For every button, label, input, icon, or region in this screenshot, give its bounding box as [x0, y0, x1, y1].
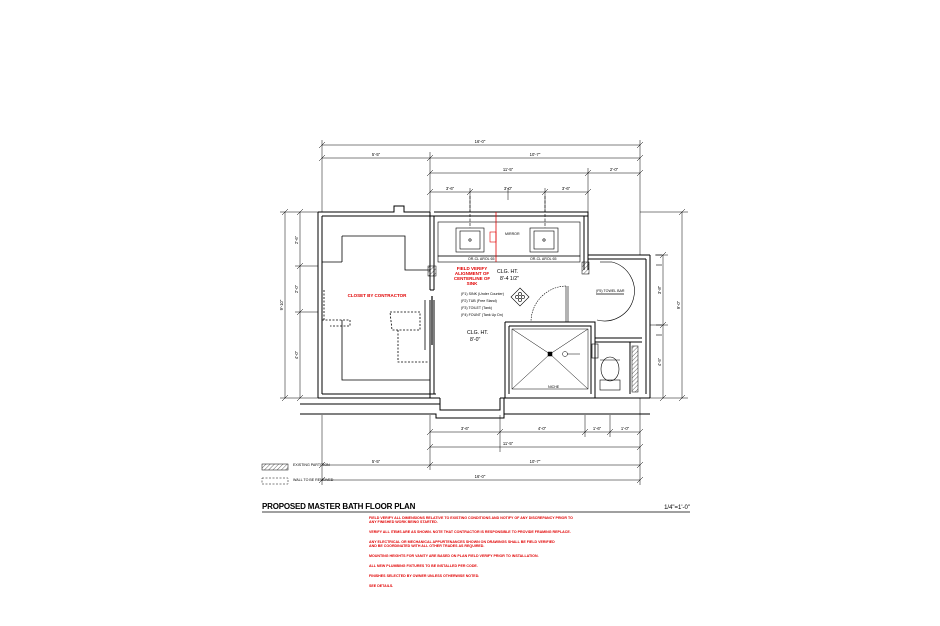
toilet — [591, 343, 621, 391]
note-5: ALL NEW PLUMBING FIXTURES TO BE INSTALLE… — [369, 564, 478, 568]
walls — [300, 205, 651, 419]
dim-bottom-left: 5'-5" — [372, 459, 381, 464]
towel-bar: (F5) TOWEL BAR — [596, 289, 625, 295]
hatched-wall-c — [631, 345, 639, 393]
dim-left-overall: 9'-10" — [279, 299, 284, 310]
note-4: MOUNTING HEIGHTS FOR VANITY ARE BASED ON… — [369, 554, 539, 558]
fixture-list: (F1) SINK (Under Counter) (F2) TUB (Free… — [461, 292, 504, 317]
hatched-wall-b — [581, 261, 590, 275]
red-note: FIELD VERIFY ALIGNMENT OF CENTERLINE OF … — [454, 266, 491, 286]
dim-overall-top: 16'-0" — [475, 139, 486, 144]
legend: EXISTING PARTITION WALL TO BE REMOVED — [261, 463, 334, 485]
closet-elements — [322, 235, 433, 381]
drawing-title: PROPOSED MASTER BATH FLOOR PLAN — [262, 502, 416, 511]
red-note-line-2: ALIGNMENT OF — [455, 271, 489, 276]
ceiling-fixture-diamond — [510, 287, 530, 307]
fixture-3: (F3) TOILET (Tank) — [461, 306, 492, 310]
ceiling-value-2: 8'-0" — [470, 337, 480, 343]
note-1: FIELD VERIFY ALL DIMENSIONS RELATIVE TO … — [369, 516, 573, 520]
shower — [511, 328, 589, 390]
red-note-line-3: CENTERLINE OF — [454, 276, 491, 281]
red-note-line-4: SINK — [467, 281, 479, 286]
dim-left-b: 2'-0" — [294, 284, 299, 293]
dim-right-overall: 9'-0" — [676, 300, 681, 309]
dim-second-row-right: 2'-0" — [610, 167, 619, 172]
right-dimensions — [640, 208, 688, 402]
dim-bottom-c: 1'-6" — [593, 426, 602, 431]
legend-swatch-existing — [261, 463, 289, 471]
dim-bottom-middle: 11'-5" — [503, 441, 514, 446]
dim-left-c: 4'-0" — [294, 350, 299, 359]
dim-bottom-d: 1'-0" — [621, 426, 630, 431]
dim-right-a: 3'-8" — [657, 285, 662, 294]
dim-third-b: 3'-0" — [504, 186, 513, 191]
bottom-dimensions — [318, 398, 644, 485]
centerline-box — [489, 231, 497, 243]
dim-bottom-b: 4'-0" — [538, 426, 547, 431]
note-3b: AND BE COORDINATED WITH ALL OTHER TRADES… — [369, 544, 484, 548]
dim-third-c: 3'-6" — [562, 186, 571, 191]
dim-second-row: 11'-5" — [503, 167, 514, 172]
drawing-scale: 1/4"=1'-0" — [664, 505, 690, 511]
closet-label: CLOSET BY CONTRACTOR — [348, 293, 408, 298]
dim-third-a: 3'-6" — [446, 186, 455, 191]
legend-swatch-removed — [261, 477, 289, 485]
dim-overall-bottom: 16'-0" — [475, 474, 486, 479]
fixture-4: (F4) FOUNT (Tank Up Dn) — [461, 313, 503, 317]
hatched-wall-a — [427, 265, 437, 277]
note-7: SEE DETAILS. — [369, 584, 393, 588]
general-notes: FIELD VERIFY ALL DIMENSIONS RELATIVE TO … — [369, 516, 573, 588]
vanity — [437, 196, 581, 263]
dim-left-a: 2'-6" — [294, 235, 299, 244]
dim-right-b: 4'-5" — [657, 357, 662, 366]
note-1b: ANY FINISHED WORK BEING STARTED. — [369, 520, 438, 524]
door-swings — [530, 254, 662, 336]
red-note-line-1: FIELD VERIFY — [457, 266, 488, 271]
note-2: VERIFY ALL ITEMS ARE AS SHOWN. NOTE THAT… — [369, 530, 571, 534]
fixture-1: (F1) SINK (Under Counter) — [461, 292, 504, 296]
mirror-label: MIRROR — [505, 232, 520, 236]
note-6: FINISHES SELECTED BY OWNER UNLESS OTHERW… — [369, 574, 479, 578]
ceiling-value-1: 8'-4 1/2" — [500, 276, 519, 282]
left-dimensions — [280, 208, 318, 402]
dim-top-right: 10'-7" — [530, 152, 541, 157]
towel-label: (F5) TOWEL BAR — [596, 289, 625, 293]
niche-label: NICHE — [548, 385, 560, 389]
ceiling-label-2: CLG. HT. — [467, 330, 488, 336]
legend-label-removed: WALL TO BE REMOVED — [293, 478, 334, 482]
dim-top-left: 5'-5" — [372, 152, 381, 157]
legend-label-existing: EXISTING PARTITION — [293, 463, 330, 467]
note-3: ANY ELECTRICAL OR MECHANICAL APPURTENANC… — [369, 540, 555, 544]
dim-bottom-right: 10'-7" — [530, 459, 541, 464]
sink-left-label: OR-CL AROL 65 — [468, 257, 495, 261]
dim-bottom-a: 3'-6" — [461, 426, 470, 431]
ceiling-label-1: CLG. HT. — [497, 269, 518, 275]
top-dimensions — [318, 140, 644, 255]
sink-right-label: OR-CL AROL 65 — [530, 257, 557, 261]
fixture-2: (F2) TUB (Free Stand) — [461, 299, 497, 303]
